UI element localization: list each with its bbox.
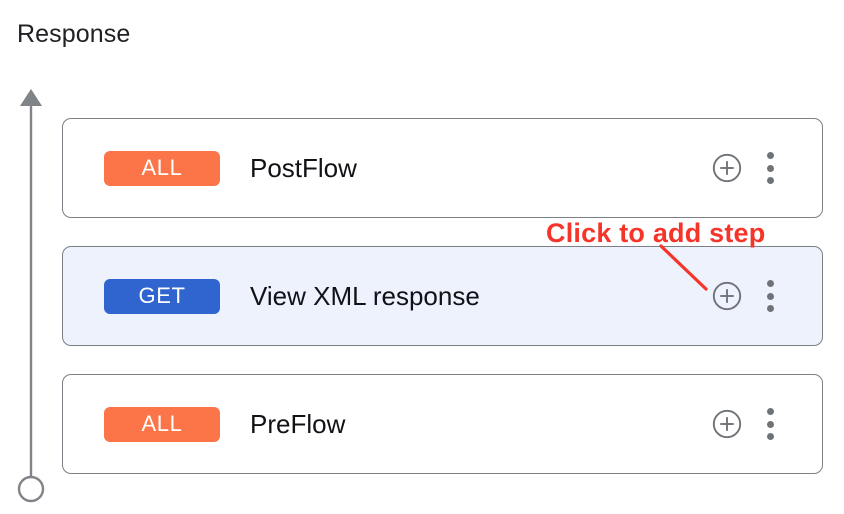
kebab-menu-icon[interactable] [766,280,774,312]
kebab-dot [766,420,774,428]
row-actions [712,408,774,440]
plus-circle-icon[interactable] [712,281,742,311]
method-badge-all: ALL [104,150,220,186]
kebab-dot [766,433,774,440]
kebab-dot [766,305,774,312]
kebab-dot [766,164,774,172]
kebab-dot [766,152,774,159]
kebab-menu-icon[interactable] [766,408,774,440]
flow-row-postflow[interactable]: ALL PostFlow [62,118,823,218]
method-badge-get: GET [104,278,220,314]
flow-row-preflow[interactable]: ALL PreFlow [62,374,823,474]
flow-row-label: PostFlow [250,153,357,183]
annotation-callout-text: Click to add step [546,218,766,248]
kebab-dot [766,292,774,300]
flow-row-label: PreFlow [250,409,346,439]
flow-step-list: ALL PostFlow GET View XML response [62,118,823,474]
flow-direction-arrow [17,89,45,503]
flow-axis-arrowhead [20,89,42,106]
kebab-dot [766,177,774,184]
row-actions [712,280,774,312]
row-actions [712,152,774,184]
plus-circle-icon[interactable] [712,409,742,439]
page-title: Response [17,20,131,48]
kebab-dot [766,408,774,415]
flow-axis-endpoint-circle [17,475,45,503]
kebab-menu-icon[interactable] [766,152,774,184]
plus-circle-icon[interactable] [712,153,742,183]
flow-row-label: View XML response [250,281,480,311]
flow-row-view-xml-response[interactable]: GET View XML response [62,246,823,346]
method-badge-all: ALL [104,406,220,442]
kebab-dot [766,280,774,287]
